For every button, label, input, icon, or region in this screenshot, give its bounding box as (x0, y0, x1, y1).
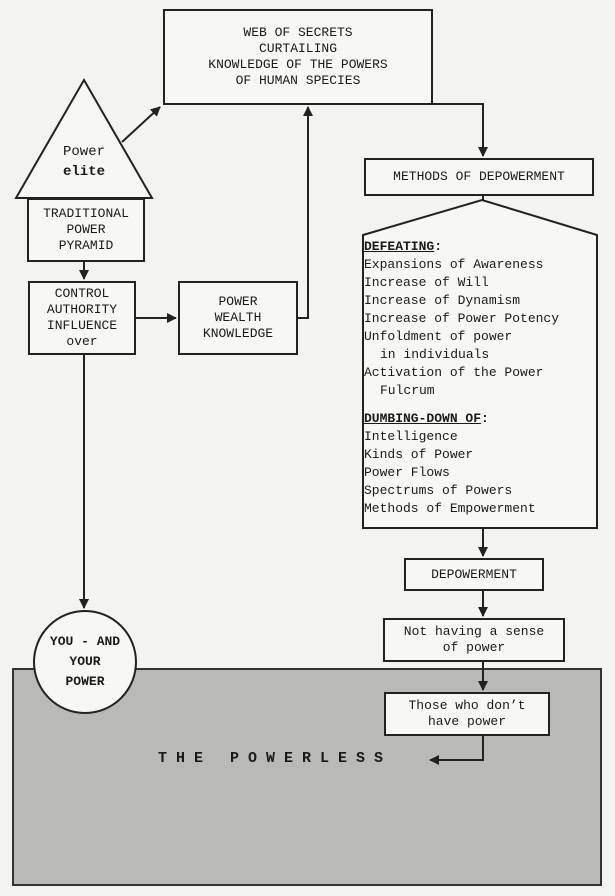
you-and-your-power-circle: YOU - AND YOUR POWER (33, 610, 137, 714)
arrow-pyramid-to-secrets (121, 106, 161, 143)
control-line: over (66, 334, 98, 349)
defeating-item: Activation of the Power (364, 365, 544, 380)
secrets-line: WEB OF SECRETS (243, 25, 353, 40)
depowerment-label: DEPOWERMENT (431, 566, 517, 582)
defeating-item: Increase of Power Potency (364, 311, 560, 326)
dumbing-item: Intelligence (364, 429, 458, 444)
traditional-line: PYRAMID (58, 238, 114, 253)
pyramid-bottom-word: elite (62, 164, 105, 180)
power-wealth-knowledge-box: POWER WEALTH KNOWLEDGE (178, 281, 298, 355)
defeating-heading: DEFEATING (364, 239, 435, 254)
dumbing-item: Kinds of Power (364, 447, 474, 462)
not-having-sense-box: Not having a sense of power (383, 618, 565, 662)
dumbing-item: Spectrums of Powers (364, 483, 513, 498)
secrets-line: CURTAILING (258, 41, 337, 56)
wealth-line: KNOWLEDGE (202, 326, 274, 341)
defeating-item: Increase of Dynamism (364, 293, 521, 308)
defeating-item: Increase of Will (364, 275, 489, 290)
traditional-line: TRADITIONAL (43, 206, 129, 221)
depowerment-box: DEPOWERMENT (404, 558, 544, 591)
not-having-line: of power (442, 640, 506, 655)
dumbing-item: Methods of Empowerment (364, 501, 536, 516)
those-who-box: Those who don’t have power (384, 692, 550, 736)
arrow-wealth-to-secrets (298, 106, 313, 319)
control-line: INFLUENCE (46, 318, 118, 333)
defeating-item: Expansions of Awareness (364, 257, 544, 272)
traditional-line: POWER (66, 222, 106, 237)
control-authority-box: CONTROL AUTHORITY INFLUENCE over (28, 281, 136, 355)
pyramid-top-word: Power (62, 144, 105, 160)
dumbing-item: Power Flows (364, 465, 450, 480)
defeating-item: Fulcrum (380, 383, 435, 398)
you-line: YOU - AND (49, 634, 121, 649)
dumbing-heading: DUMBING-DOWN OF (364, 411, 482, 426)
arrow-thosewho-to-powerless (429, 736, 484, 765)
defeating-item: in individuals (380, 347, 490, 362)
traditional-power-pyramid-box: TRADITIONAL POWER PYRAMID (27, 198, 145, 262)
pyramid-label: Power elite (24, 142, 144, 182)
secrets-line: OF HUMAN SPECIES (235, 73, 361, 88)
web-of-secrets-box: WEB OF SECRETS CURTAILING KNOWLEDGE OF T… (163, 9, 433, 105)
defeating-list: DEFEATING: Expansions of Awareness Incre… (364, 238, 594, 518)
secrets-line: KNOWLEDGE OF THE POWERS (208, 57, 388, 72)
those-who-line: Those who don’t (408, 698, 526, 713)
methods-of-depowerment-box: METHODS OF DEPOWERMENT (364, 158, 594, 196)
wealth-line: WEALTH (214, 310, 262, 325)
wealth-line: POWER (218, 294, 258, 309)
control-line: CONTROL (54, 286, 110, 301)
arrow-secrets-to-methods (432, 103, 488, 157)
the-powerless-label: THE POWERLESS (158, 750, 393, 767)
control-line: AUTHORITY (46, 302, 118, 317)
defeating-item: Unfoldment of power (364, 329, 513, 344)
those-who-line: have power (427, 714, 506, 729)
you-line: POWER (65, 674, 105, 689)
methods-label: METHODS OF DEPOWERMENT (393, 169, 565, 184)
you-line: YOUR (69, 654, 101, 669)
not-having-line: Not having a sense (403, 624, 545, 639)
defeating-callout-outline (362, 198, 598, 529)
